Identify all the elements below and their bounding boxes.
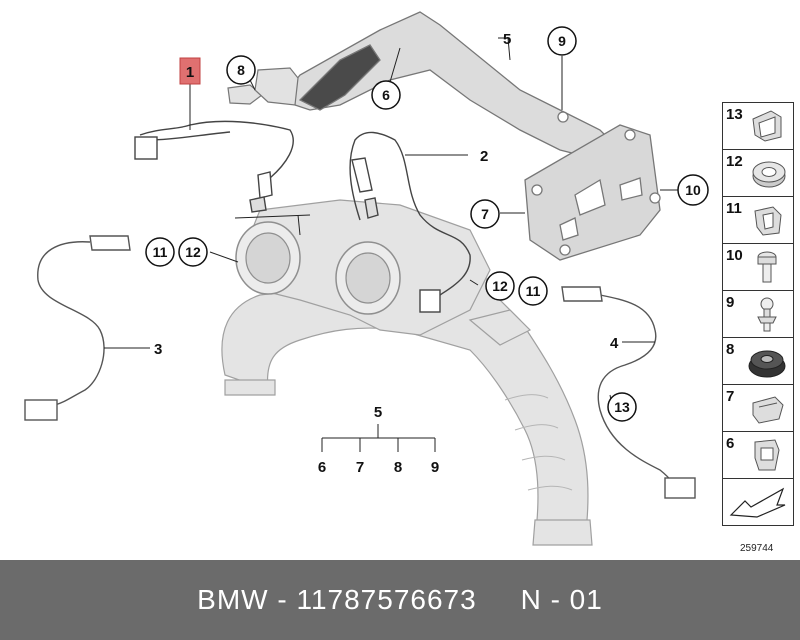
diagram-id: 259744	[740, 543, 774, 554]
callout-circle-8: 8	[226, 55, 256, 85]
callout-11-label: 11	[153, 244, 168, 260]
ball-stud-icon	[757, 297, 777, 332]
callout-circle-7: 7	[470, 199, 500, 229]
legend-item-number: 8	[726, 341, 735, 358]
callout-circle-10: 10	[677, 174, 709, 206]
legend-item: 6	[722, 431, 794, 479]
rubber-mount-part	[227, 67, 299, 106]
small-parts-legend: 13 12 11 10	[722, 102, 794, 526]
tree-child-label: 7	[356, 459, 364, 476]
downpipe-bands	[504, 394, 573, 491]
legend-item-number: 9	[726, 294, 735, 311]
callout-1-label: 1	[186, 64, 194, 81]
callout-9-label: 9	[558, 33, 566, 49]
callout-10-label: 10	[685, 182, 701, 198]
legend-item-number: 11	[726, 200, 742, 217]
callout-circle-12-right: 12	[485, 271, 515, 301]
callout-circle-11-right: 11	[518, 276, 548, 306]
heat-shield-bracket	[278, 11, 661, 261]
tree-root-label: 5	[374, 404, 382, 421]
spring-clip-icon	[752, 396, 784, 424]
callout-13-label: 13	[614, 399, 630, 415]
legend-item-number: 6	[726, 435, 735, 452]
rubber-mount-icon	[748, 350, 786, 378]
manifold-inlet-1	[235, 221, 301, 295]
callout-6-label: 6	[382, 87, 390, 103]
tree-child-label: 6	[318, 459, 326, 476]
legend-item: 10	[722, 243, 794, 291]
assembly-tree: 5 6 7 8 9	[318, 404, 439, 476]
callout-circle-12-left: 12	[178, 237, 208, 267]
oxygen-sensor-1	[134, 120, 294, 213]
bracket-clip-icon	[754, 206, 782, 236]
callout-4-label: 4	[610, 335, 619, 352]
legend-item-number: 10	[726, 247, 743, 264]
oxygen-sensor-3	[24, 235, 131, 421]
exploded-parts-diagram: 5 6 7 8 9 1 2 3 4 5 6	[24, 11, 709, 546]
callout-circle-13: 13	[607, 392, 637, 422]
callout-8-label: 8	[237, 62, 245, 78]
callout-12-label: 12	[492, 278, 508, 294]
callout-3-label: 3	[154, 341, 162, 358]
legend-item: 7	[722, 384, 794, 432]
oxygen-sensor-2	[349, 131, 471, 313]
legend-item-number: 12	[726, 153, 743, 170]
legend-item: 11	[722, 196, 794, 244]
leader-lines	[104, 37, 678, 406]
legend-item-number: 13	[726, 106, 743, 123]
callout-circle-9: 9	[547, 26, 577, 56]
callout-2-label: 2	[480, 148, 488, 165]
legend-item: 13	[722, 102, 794, 150]
oxygen-sensor-4	[561, 286, 696, 499]
clip-icon	[752, 110, 782, 142]
tree-child-label: 8	[394, 459, 402, 476]
legend-item	[722, 478, 794, 526]
hex-bolt-icon	[757, 251, 777, 283]
callout-12-label: 12	[185, 244, 201, 260]
part-number-text: BMW - 11787576673 N - 01	[197, 584, 603, 615]
callout-5-label: 5	[503, 31, 511, 48]
tree-child-label: 9	[431, 459, 439, 476]
callout-circle-11-left: 11	[145, 237, 175, 267]
callout-7-label: 7	[481, 206, 489, 222]
footer-bar: BMW - 11787576673 N - 01	[0, 560, 800, 640]
legend-item: 8	[722, 337, 794, 385]
manifold-inlet-2	[335, 241, 401, 315]
legend-item: 12	[722, 149, 794, 197]
legend-item-number: 7	[726, 388, 735, 405]
arrow-icon	[729, 487, 786, 518]
callout-circle-6: 6	[371, 80, 401, 110]
callout-1-highlighted: 1	[179, 57, 201, 85]
callout-11-label: 11	[526, 283, 541, 299]
legend-item: 9	[722, 290, 794, 338]
cable-clip-icon	[754, 439, 780, 471]
grommet-ring-icon	[752, 161, 786, 188]
